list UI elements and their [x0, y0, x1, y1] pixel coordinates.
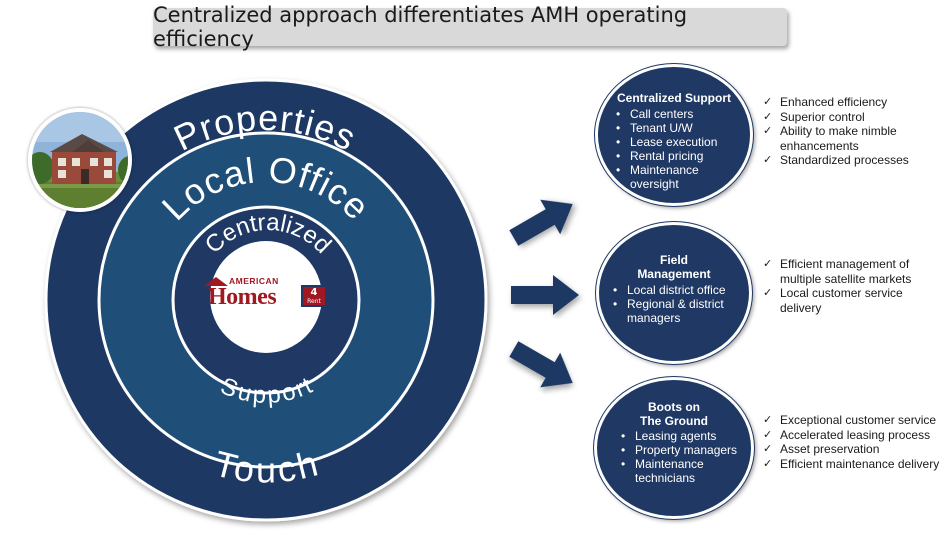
arrow-right-icon — [509, 341, 573, 388]
benefits-list-boots: Exceptional customer service Accelerated… — [763, 413, 943, 471]
benefits-list-centralized: Enhanced efficiency Superior control Abi… — [763, 95, 923, 168]
svg-text:Touch: Touch — [210, 443, 321, 491]
list-item: Local district office — [611, 283, 747, 297]
list-item: Maintenance technicians — [619, 457, 753, 485]
company-logo: AMERICAN Homes 4 Rent — [200, 273, 330, 317]
logo-roof — [204, 277, 228, 286]
benefit-item: Accelerated leasing process — [763, 428, 943, 443]
arrow-right-icon — [509, 199, 573, 246]
benefit-item: Enhanced efficiency — [763, 95, 923, 110]
bubble-boots-on-the-ground: Boots on The Ground Leasing agents Prope… — [594, 377, 754, 519]
logo-badge-number: 4 — [310, 287, 318, 298]
benefit-item: Asset preservation — [763, 442, 943, 457]
benefit-item: Local customer service delivery — [763, 286, 938, 315]
logo-line1: AMERICAN — [229, 276, 279, 286]
benefit-item: Superior control — [763, 110, 923, 125]
list-item: Regional & district managers — [611, 297, 747, 325]
benefit-item: Efficient management of multiple satelli… — [763, 257, 938, 286]
logo-badge: 4 Rent — [301, 285, 327, 307]
benefit-item: Ability to make nimble enhancements — [763, 124, 923, 153]
list-item: Property managers — [619, 443, 753, 457]
list-item: Lease execution — [614, 135, 748, 149]
benefit-item: Efficient maintenance delivery — [763, 457, 943, 472]
list-item: Tenant U/W — [614, 121, 748, 135]
benefit-item: Standardized processes — [763, 153, 923, 168]
list-item: Rental pricing — [614, 149, 748, 163]
list-item: Call centers — [614, 107, 748, 121]
house-photo-icon — [28, 108, 132, 212]
center-disc — [210, 241, 322, 353]
logo-badge-text: Rent — [307, 298, 321, 305]
ring-label-touch: Touch — [210, 443, 321, 491]
bubble-title: Centralized Support — [616, 91, 731, 105]
logo-line2: Homes — [208, 284, 277, 310]
bubble-field-management: Field Management Local district office R… — [596, 222, 752, 364]
benefit-item: Exceptional customer service — [763, 413, 943, 428]
bubble-list: Local district office Regional & distric… — [611, 283, 747, 325]
bubble-centralized-support: Centralized Support Call centers Tenant … — [595, 64, 753, 206]
arrow-right-icon — [511, 275, 579, 315]
list-item: Maintenance oversight — [614, 163, 748, 191]
benefits-list-field: Efficient management of multiple satelli… — [763, 257, 938, 315]
page-title: Centralized approach differentiates AMH … — [153, 3, 688, 51]
bubble-title: Boots on The Ground — [640, 400, 708, 428]
title-banner: Centralized approach differentiates AMH … — [153, 3, 787, 51]
bubble-list: Leasing agents Property managers Mainten… — [619, 429, 753, 485]
bubble-title: Field Management — [637, 253, 711, 281]
list-item: Leasing agents — [619, 429, 753, 443]
bubble-list: Call centers Tenant U/W Lease execution … — [614, 107, 748, 191]
